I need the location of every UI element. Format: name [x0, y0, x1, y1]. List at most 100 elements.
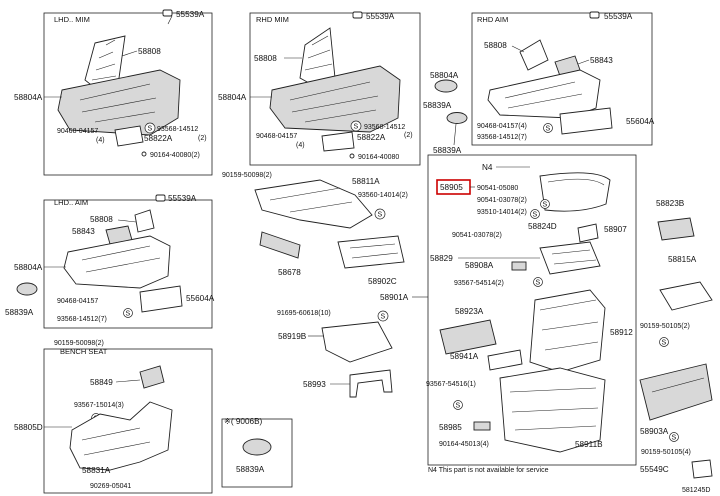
tray-58829[interactable]	[539, 241, 601, 275]
label-9006b[interactable]: ※( 9006B)	[224, 417, 263, 426]
console-panel-58804a-2[interactable]	[269, 65, 401, 133]
label-58839a-4[interactable]: 58839A	[236, 465, 265, 474]
bracket-58822a-1[interactable]	[114, 125, 144, 147]
clip-58823b[interactable]	[657, 217, 695, 241]
panel-58805d[interactable]	[69, 401, 173, 471]
label-93510[interactable]: 93510-14014(2)	[477, 209, 527, 216]
pocket-58849[interactable]	[139, 365, 165, 389]
label-58908a[interactable]: 58908A	[465, 261, 494, 270]
label-58843-1[interactable]: 58843	[590, 56, 613, 65]
label-90159-1[interactable]: 90159-50098(2)	[222, 172, 272, 179]
pad-58985[interactable]	[473, 421, 491, 431]
clip-90164-2[interactable]	[349, 153, 355, 159]
label-58822a-2[interactable]: 58822A	[357, 133, 386, 142]
label-58839a-1[interactable]: 58839A	[423, 101, 452, 110]
label-55539a-2[interactable]: 55539A	[366, 12, 395, 21]
label-55549c[interactable]: 55549C	[640, 465, 669, 474]
bracket-58993[interactable]	[349, 369, 393, 398]
panel-58903a[interactable]	[639, 363, 713, 421]
label-90541-2[interactable]: 90541-03078(2)	[477, 197, 527, 204]
label-58808-3[interactable]: 58808	[484, 41, 507, 50]
label-58941a[interactable]: 58941A	[450, 352, 479, 361]
bracket-58919b[interactable]	[321, 321, 393, 363]
knob-58839a-4[interactable]	[242, 438, 272, 456]
label-58923a[interactable]: 58923A	[455, 307, 484, 316]
label-55604a-2[interactable]: 55604A	[186, 294, 215, 303]
lid-58905[interactable]	[539, 172, 611, 212]
label-93568-2[interactable]: 93568-14512	[364, 124, 405, 131]
console-panel-58804a-1[interactable]	[57, 69, 181, 136]
label-55539a-4[interactable]: 55539A	[168, 194, 197, 203]
label-90468-4[interactable]: 90468-04157	[57, 298, 98, 305]
label-58678[interactable]: 58678	[278, 268, 301, 277]
label-58843-2[interactable]: 58843	[72, 227, 95, 236]
label-55604a-1[interactable]: 55604A	[626, 117, 655, 126]
label-93567-1[interactable]: 93567-15014(3)	[74, 402, 124, 409]
box-58912[interactable]	[529, 289, 606, 373]
latch-58908a[interactable]	[511, 261, 527, 271]
label-90468-1[interactable]: 90468-04157	[57, 128, 98, 135]
label-58993[interactable]: 58993	[303, 380, 326, 389]
label-93568-1[interactable]: 93568-14512	[157, 126, 198, 133]
ashtray-55604a-1[interactable]	[559, 107, 613, 135]
label-90468-3[interactable]: 90468-04157(4)	[477, 123, 527, 130]
shift-boot-58808-3[interactable]	[519, 39, 549, 71]
label-93567-3[interactable]: 93567-54516(1)	[426, 381, 476, 388]
knob-58839a-3[interactable]	[16, 282, 38, 296]
label-58811a[interactable]: 58811A	[352, 177, 380, 186]
label-93560-1[interactable]: 93560-14014(2)	[358, 192, 408, 199]
bracket-58822a-2[interactable]	[321, 131, 355, 152]
label-90541-1[interactable]: 90541-05080	[477, 185, 518, 192]
label-55539a-1[interactable]: 55539A	[176, 10, 205, 19]
label-58831a[interactable]: 58831A	[82, 466, 111, 475]
label-58901a[interactable]: 58901A	[380, 293, 409, 302]
shift-boot-58808-4[interactable]	[134, 209, 155, 233]
label-58919b[interactable]: 58919B	[278, 332, 307, 341]
knob-58804a-3[interactable]	[434, 79, 458, 93]
bracket-58902c[interactable]	[337, 235, 405, 269]
pad-58678[interactable]	[259, 231, 301, 259]
label-93568-3[interactable]: 93568-14512(7)	[477, 134, 527, 141]
side-panel-58811a[interactable]	[254, 179, 373, 229]
label-58911b[interactable]: 58911B	[575, 440, 603, 449]
label-58805d[interactable]: 58805D	[14, 423, 43, 432]
label-58839a-2[interactable]: 58839A	[433, 146, 462, 155]
label-90269[interactable]: 90269-05041	[90, 483, 131, 490]
label-58907[interactable]: 58907	[604, 225, 627, 234]
label-58804a-3[interactable]: 58804A	[430, 71, 459, 80]
label-58808-1[interactable]: 58808	[138, 47, 161, 56]
label-58804a-2[interactable]: 58804A	[218, 93, 247, 102]
label-58824d[interactable]: 58824D	[528, 222, 557, 231]
label-58905[interactable]: 58905	[440, 183, 463, 192]
strip-58941a[interactable]	[487, 349, 523, 371]
console-panel-58804a-4[interactable]	[63, 235, 171, 289]
label-58839a-3[interactable]: 58839A	[5, 308, 34, 317]
label-91695[interactable]: 91695-60618(10)	[277, 310, 331, 317]
label-58804a-4[interactable]: 58804A	[14, 263, 43, 272]
mat-58815a[interactable]	[659, 281, 713, 311]
label-58822a-1[interactable]: 58822A	[144, 134, 173, 143]
label-93567-2[interactable]: 93567-54514(2)	[454, 280, 504, 287]
label-58804a-1[interactable]: 58804A	[14, 93, 43, 102]
label-58808-2[interactable]: 58808	[254, 54, 277, 63]
cap-55539a-1[interactable]	[162, 9, 173, 17]
label-90159-2[interactable]: 90159-50105(2)	[640, 323, 690, 330]
hinge-58907[interactable]	[577, 223, 599, 243]
label-58849[interactable]: 58849	[90, 378, 113, 387]
label-90541-3[interactable]: 90541-03078(2)	[452, 232, 502, 239]
label-58829[interactable]: 58829	[430, 254, 453, 263]
label-58903a[interactable]: 58903A	[640, 427, 669, 436]
cap-55539a-2[interactable]	[352, 11, 363, 19]
label-90159-3[interactable]: 90159-50105(4)	[641, 449, 691, 456]
knob-58839a-1[interactable]	[446, 112, 468, 124]
ashtray-55604a-2[interactable]	[139, 285, 183, 313]
label-90164-2[interactable]: 90164-40080	[358, 154, 399, 161]
label-90164-1[interactable]: 90164-40080(2)	[150, 152, 200, 159]
label-58912[interactable]: 58912	[610, 328, 633, 337]
label-58985[interactable]: 58985	[439, 423, 462, 432]
label-58823b[interactable]: 58823B	[656, 199, 685, 208]
trim-58923a[interactable]	[439, 319, 497, 355]
label-90468-2[interactable]: 90468-04157	[256, 133, 297, 140]
cover-55549c[interactable]	[691, 459, 713, 479]
clip-90164-1[interactable]	[141, 151, 147, 157]
